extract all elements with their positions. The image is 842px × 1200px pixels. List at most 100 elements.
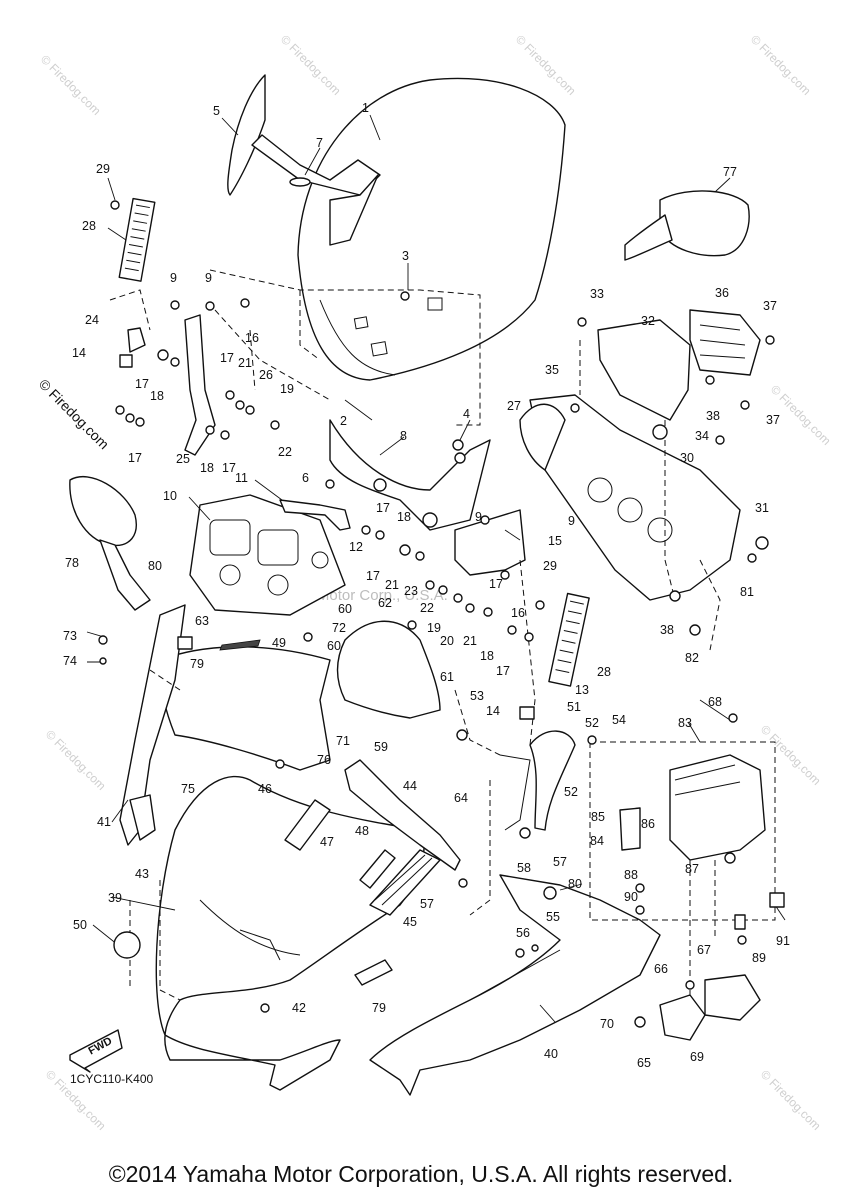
callout: 17	[496, 664, 510, 678]
callout: 63	[195, 614, 209, 628]
callout: 35	[545, 363, 559, 377]
callout: 71	[336, 734, 350, 748]
callout: 48	[355, 824, 369, 838]
callout: 79	[190, 657, 204, 671]
callout: 73	[63, 629, 77, 643]
under-cowl	[369, 874, 661, 1096]
callout: 19	[280, 382, 294, 396]
callout: 46	[258, 782, 272, 796]
callout: 12	[349, 540, 363, 554]
callout: 50	[73, 918, 87, 932]
callout: 22	[420, 601, 434, 615]
callout: 89	[752, 951, 766, 965]
callout: 36	[715, 286, 729, 300]
callout: 18	[397, 510, 411, 524]
callout: 42	[292, 1001, 306, 1015]
callout: 76	[317, 753, 331, 767]
side-cover-left	[159, 646, 331, 771]
duct-covers	[284, 799, 441, 916]
callout: 65	[637, 1056, 651, 1070]
callout: 34	[695, 429, 709, 443]
mirror-left	[69, 475, 137, 547]
watermark: © Firedog.com	[748, 32, 814, 98]
callout: 78	[65, 556, 79, 570]
callout: 68	[708, 695, 722, 709]
callout: 9	[568, 514, 575, 528]
callout: 59	[374, 740, 388, 754]
callout: 86	[641, 817, 655, 831]
callout: 70	[600, 1017, 614, 1031]
callout: 27	[507, 399, 521, 413]
callout: 22	[278, 445, 292, 459]
watermark: © Firedog.com	[43, 727, 109, 793]
callout: 85	[591, 810, 605, 824]
callout: 31	[755, 501, 769, 515]
callout: 20	[440, 634, 454, 648]
callout: 61	[440, 670, 454, 684]
callout: 60	[327, 639, 341, 653]
callout: 72	[332, 621, 346, 635]
watermark: © Firedog.com	[278, 32, 344, 98]
callout: 45	[403, 915, 417, 929]
callout: 74	[63, 654, 77, 668]
callout: 17	[222, 461, 236, 475]
front-cowl	[155, 775, 425, 1091]
callout: 30	[680, 451, 694, 465]
inner-panel	[336, 620, 441, 719]
rubber-strip-right	[548, 592, 590, 687]
callouts: 1 2 3 4 5 6 7 8 9 9 9 9 10 11 12 13 14 1…	[63, 101, 790, 1070]
callout: 10	[163, 489, 177, 503]
callout: 17	[376, 501, 390, 515]
callout: 7	[316, 136, 323, 150]
callout: 24	[85, 313, 99, 327]
callout: 38	[660, 623, 674, 637]
side-panel	[597, 319, 691, 421]
callout: 66	[654, 962, 668, 976]
callout: 80	[148, 559, 162, 573]
callout: 17	[366, 569, 380, 583]
callout: 53	[470, 689, 484, 703]
construction-lines	[109, 269, 721, 1001]
callout: 84	[590, 834, 604, 848]
callout: 21	[463, 634, 477, 648]
callout: 14	[486, 704, 500, 718]
callout: 39	[108, 891, 122, 905]
callout: 17	[128, 451, 142, 465]
callout: 26	[259, 368, 273, 382]
callout: 15	[548, 534, 562, 548]
watermark: © Firedog.com	[758, 1067, 824, 1133]
callout: 25	[176, 452, 190, 466]
callout: 17	[135, 377, 149, 391]
callout: 69	[690, 1050, 704, 1064]
callout: 28	[82, 219, 96, 233]
callout: 87	[685, 862, 699, 876]
rubber-strip-left	[118, 197, 156, 282]
callout: 88	[624, 868, 638, 882]
callout: 28	[597, 665, 611, 679]
callout: 21	[385, 578, 399, 592]
fwd-arrow-icon: FWD	[69, 1029, 123, 1073]
callout: 37	[763, 299, 777, 313]
callout: 14	[72, 346, 86, 360]
callout: 6	[302, 471, 309, 485]
callout: 18	[480, 649, 494, 663]
callout: 64	[454, 791, 468, 805]
meter-assembly	[189, 494, 346, 616]
callout: 41	[97, 815, 111, 829]
callout: 81	[740, 585, 754, 599]
callout: 79	[372, 1001, 386, 1015]
callout: 55	[546, 910, 560, 924]
callout: 57	[553, 855, 567, 869]
copyright-notice: ©2014 Yamaha Motor Corporation, U.S.A. A…	[108, 1161, 734, 1187]
callout: 58	[517, 861, 531, 875]
watermark: © Firedog.com	[513, 32, 579, 98]
callout: 8	[400, 429, 407, 443]
callout: 9	[205, 271, 212, 285]
callout: 77	[723, 165, 737, 179]
watermark: © Firedog.com	[36, 376, 112, 452]
callout: 56	[516, 926, 530, 940]
watermark: © Firedog.com	[38, 52, 104, 118]
sub-assembly-frame	[589, 741, 776, 921]
callout: 32	[641, 314, 655, 328]
